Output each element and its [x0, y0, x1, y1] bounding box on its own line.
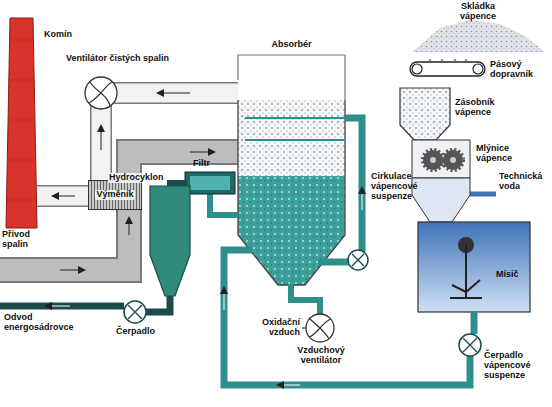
heat-exchanger: Výměník — [88, 180, 142, 210]
absorber-vessel: Absorbér — [238, 100, 345, 235]
callout-label: Ventilátor čistých spalin — [66, 54, 169, 64]
node-label: Filtr — [193, 159, 210, 169]
callout-label: Komín — [44, 30, 72, 40]
callout-label: Zásobník vápence — [455, 98, 515, 118]
callout-label: Vzduchový ventilátor — [288, 346, 354, 366]
node-label: Hydrocyklon — [108, 173, 165, 183]
callout-label: Cirkulace vápencové suspenze — [371, 172, 433, 202]
node-label: Výměník — [95, 190, 134, 200]
callout-label: Technická voda — [499, 172, 549, 192]
node-label: Absorbér — [271, 40, 311, 50]
callout-label: Čerpadlo — [116, 327, 155, 337]
callout-label: Pásový dopravník — [490, 60, 546, 80]
filter-box: Filtr — [185, 172, 235, 194]
callout-label: Mlýnice vápence — [476, 144, 538, 164]
callout-label: Přívod spalin — [2, 230, 44, 250]
callout-label: Oxidační vzduch — [252, 318, 300, 338]
callout-label: Skládka vápence — [452, 2, 504, 22]
mixer-tank: Mísič — [418, 222, 530, 312]
callout-label: Čerpadlo vápencové suspenze — [484, 351, 548, 381]
hydrocyclone: Hydrocyklon — [150, 186, 190, 296]
node-label: Mísič — [496, 270, 519, 280]
callout-label: Odvod energosádrovce — [4, 313, 99, 333]
